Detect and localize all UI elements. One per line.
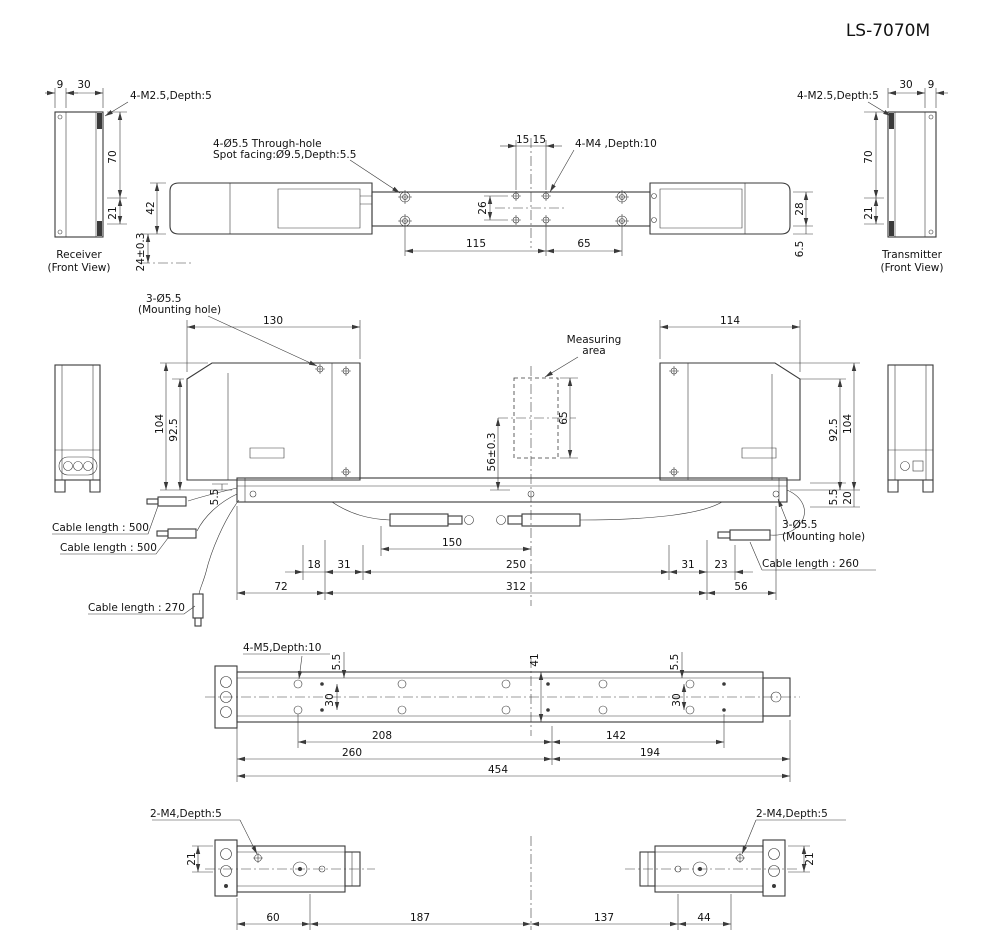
dim-56: 56±0.3 [486, 433, 498, 472]
mount-note-right-line2: (Mounting hole) [782, 531, 865, 543]
dim-260: 260 [342, 747, 362, 759]
dim-18: 18 [307, 559, 320, 571]
receiver-front-view: 9 30 4-M2.5,Depth:5 70 21 Receiver (Fron… [45, 79, 212, 274]
spot-facing-holes [398, 190, 629, 228]
dim-65: 65 [558, 411, 570, 424]
left-bracket-holes [253, 853, 326, 877]
dim-5-5-left: 5.5 [331, 654, 343, 671]
transmitter-caption-line1: Transmitter [881, 249, 943, 261]
dim-21-right: 21 [804, 852, 816, 865]
dim-454: 454 [488, 764, 508, 776]
dim-21: 21 [863, 206, 875, 219]
dim-5-5-right: 5.5 [669, 654, 681, 671]
dim-31-left: 31 [337, 559, 350, 571]
dim-150: 150 [442, 537, 462, 549]
dim-28: 28 [794, 202, 806, 215]
dim-92-5-left: 92.5 [168, 418, 180, 441]
base-view: 4-M5,Depth:10 5.5 41 5.5 30 30 208 142 2… [205, 642, 800, 782]
dim-21-left: 21 [186, 852, 198, 865]
transmitter-caption-line2: (Front View) [880, 262, 943, 274]
receiver-caption-line1: Receiver [56, 249, 102, 261]
cable-label-right: Cable length : 260 [762, 558, 859, 570]
dim-130: 130 [263, 315, 283, 327]
dim-15-15: 15 15 [516, 134, 546, 146]
dim-24: 24±0.3 [135, 233, 147, 272]
dim-41: 41 [529, 653, 541, 666]
dim-21: 21 [107, 206, 119, 219]
m4-note: 4-M4 ,Depth:10 [575, 138, 657, 150]
dim-6-5: 6.5 [794, 241, 806, 258]
side-view: 3-Ø5.5 (Mounting hole) 130 114 Measuring… [52, 293, 934, 627]
dim-30-right: 30 [671, 693, 683, 706]
dim-65: 65 [577, 238, 590, 250]
dim-30: 30 [77, 79, 90, 91]
dim-104-right: 104 [842, 414, 854, 434]
cable-label-3: Cable length : 270 [88, 602, 185, 614]
m4-note-left: 2-M4,Depth:5 [150, 808, 222, 820]
mount-note-right-line1: 3-Ø5.5 [782, 519, 817, 531]
dim-194: 194 [640, 747, 660, 759]
dim-42: 42 [145, 201, 157, 214]
m4-holes [511, 191, 551, 225]
dim-31-right: 31 [681, 559, 694, 571]
thread-note: 4-M2.5,Depth:5 [797, 90, 879, 102]
dim-30-left: 30 [324, 693, 336, 706]
dim-26: 26 [477, 201, 489, 215]
dim-114: 114 [720, 315, 740, 327]
dim-250: 250 [506, 559, 526, 571]
dim-23: 23 [714, 559, 727, 571]
measuring-note-line2: area [582, 345, 605, 357]
dim-9: 9 [57, 79, 64, 91]
transmitter-front-view: 30 9 4-M2.5,Depth:5 70 21 Transmitter (F… [797, 79, 948, 274]
m5-note: 4-M5,Depth:10 [243, 642, 321, 654]
receiver-caption-line2: (Front View) [47, 262, 110, 274]
transmitter-screws [669, 366, 679, 477]
rail-holes [293, 679, 695, 715]
right-bracket-holes [674, 853, 745, 877]
dim-104-left: 104 [154, 414, 166, 434]
dim-137: 137 [594, 912, 614, 924]
dim-187: 187 [410, 912, 430, 924]
dim-9: 9 [928, 79, 935, 91]
dim-60: 60 [266, 912, 279, 924]
drawing-title: LS-7070M [846, 21, 930, 41]
measuring-note-line1: Measuring [567, 334, 622, 346]
cable-label-2: Cable length : 500 [60, 542, 157, 554]
dim-44: 44 [697, 912, 711, 924]
bottom-view: 2-M4,Depth:5 2-M4,Depth:5 21 21 60 187 1… [150, 808, 846, 930]
dim-56-right: 56 [734, 581, 748, 593]
dim-115: 115 [466, 238, 486, 250]
dim-20: 20 [842, 491, 854, 504]
top-view: 4-Ø5.5 Through-hole Spot facing:Ø9.5,Dep… [135, 134, 813, 271]
dim-72: 72 [274, 581, 287, 593]
dim-70: 70 [107, 150, 119, 163]
dim-5-5-right: 5.5 [828, 489, 840, 506]
dim-30: 30 [899, 79, 912, 91]
m4-note-right: 2-M4,Depth:5 [756, 808, 828, 820]
through-hole-note-line1: 4-Ø5.5 Through-hole [213, 138, 322, 150]
cable-label-1: Cable length : 500 [52, 522, 149, 534]
dim-312: 312 [506, 581, 526, 593]
mount-note-left-line1: 3-Ø5.5 [146, 293, 181, 305]
thread-note: 4-M2.5,Depth:5 [130, 90, 212, 102]
receiver-screws [315, 364, 351, 477]
dim-5-5-left: 5.5 [209, 489, 221, 506]
mount-note-left-line2: (Mounting hole) [138, 304, 221, 316]
dim-142: 142 [606, 730, 626, 742]
dim-208: 208 [372, 730, 392, 742]
dim-70: 70 [863, 150, 875, 163]
dim-92-5-right: 92.5 [828, 418, 840, 441]
rail-dots [320, 682, 726, 712]
through-hole-note-line2: Spot facing:Ø9.5,Depth:5.5 [213, 149, 356, 161]
